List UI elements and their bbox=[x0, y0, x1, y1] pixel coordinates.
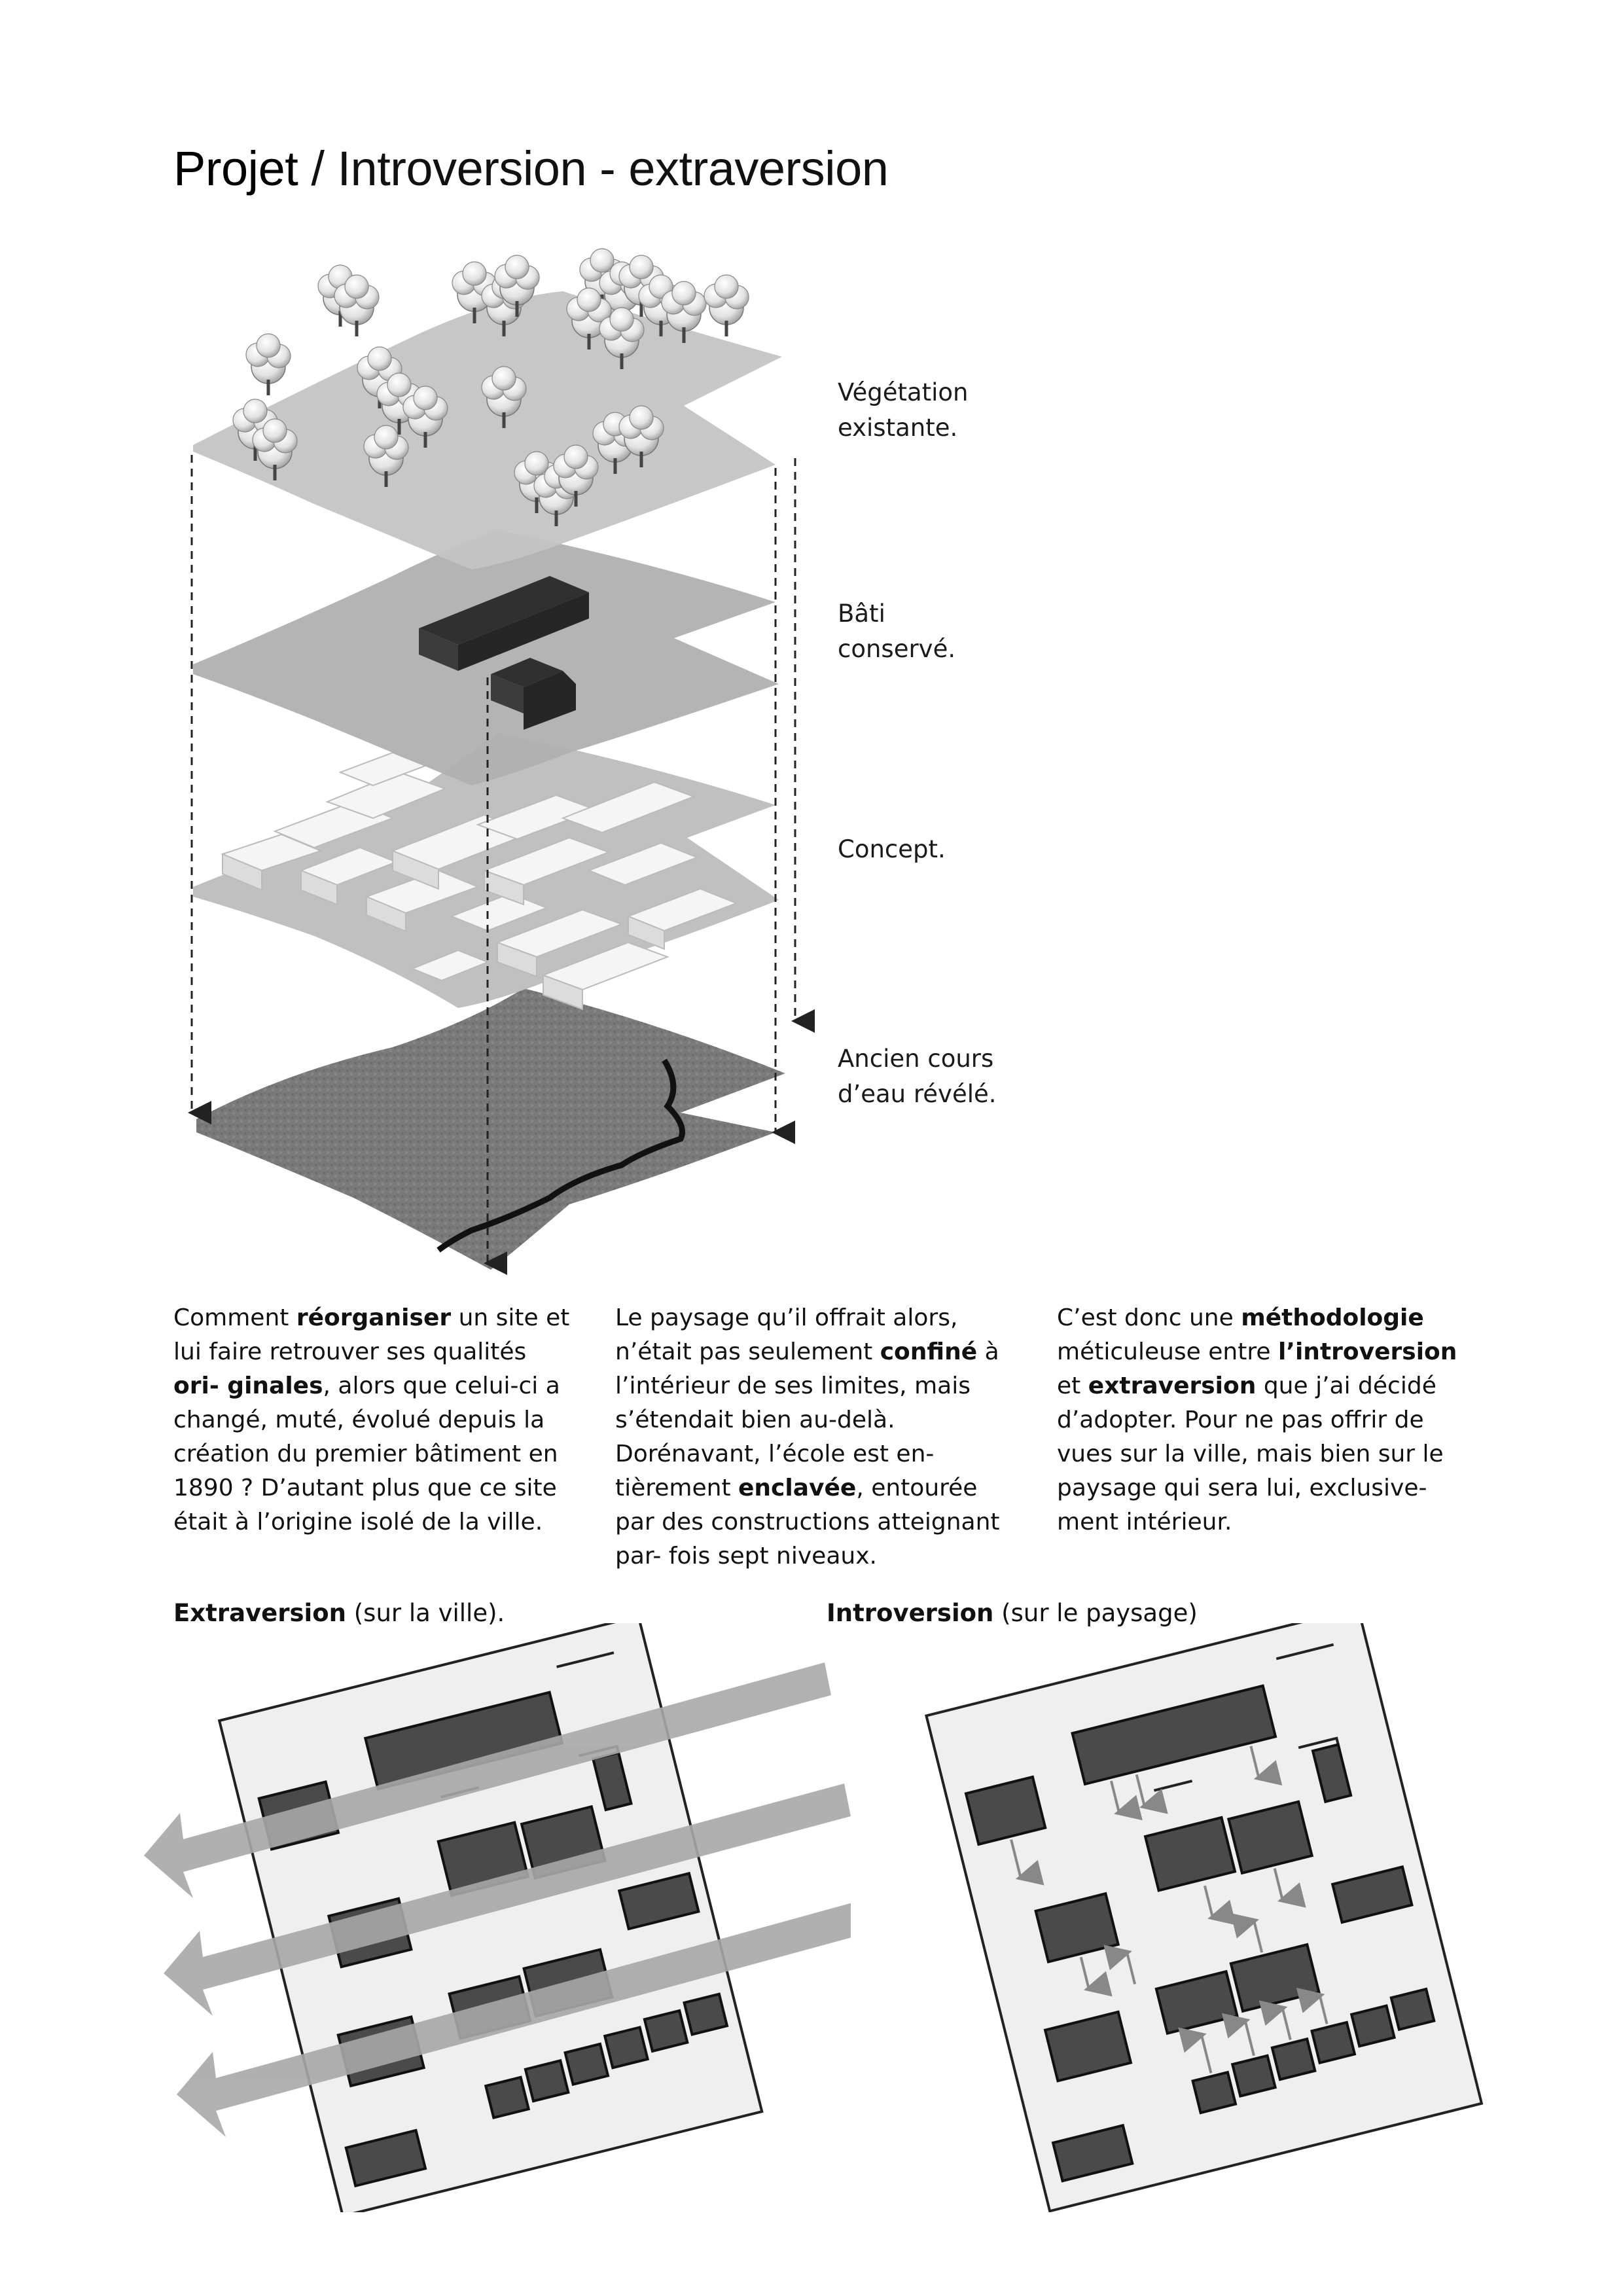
p3-a: C’est donc une bbox=[1057, 1304, 1241, 1331]
p3-d: l’introversion bbox=[1278, 1338, 1457, 1365]
p1-b: réorganiser bbox=[296, 1304, 451, 1331]
paragraph-1: Comment réorganiser un site et lui faire… bbox=[173, 1301, 579, 1539]
extraversion-plan-diagram bbox=[144, 1623, 851, 2212]
p2-b: confiné bbox=[880, 1338, 977, 1365]
label-vegetation-line2: existante. bbox=[838, 410, 969, 446]
label-bati: Bâti conservé. bbox=[838, 596, 955, 667]
p3-b: méthodologie bbox=[1241, 1304, 1424, 1331]
label-concept-line1: Concept. bbox=[838, 832, 946, 867]
p2-d: enclavée bbox=[738, 1475, 856, 1501]
p1-a: Comment bbox=[173, 1304, 296, 1331]
paragraph-2: Le paysage qu’il offrait alors, n’était … bbox=[615, 1301, 1021, 1573]
exploded-layer-diagram bbox=[0, 0, 1623, 1296]
paragraph-3: C’est donc une méthodologie méticuleuse … bbox=[1057, 1301, 1463, 1539]
introversion-plan-diagram bbox=[870, 1623, 1525, 2212]
label-ancien-cours: Ancien cours d’eau révélé. bbox=[838, 1041, 997, 1112]
layer-ancien-cours-deau bbox=[196, 988, 785, 1270]
p3-f: extraversion bbox=[1088, 1372, 1257, 1399]
label-vegetation: Végétation existante. bbox=[838, 375, 969, 446]
label-concept: Concept. bbox=[838, 832, 946, 867]
p1-d: ori- ginales bbox=[173, 1372, 323, 1399]
p3-e: et bbox=[1057, 1372, 1088, 1399]
label-bati-line2: conservé. bbox=[838, 632, 955, 667]
label-vegetation-line1: Végétation bbox=[838, 375, 969, 410]
label-ancien-line1: Ancien cours bbox=[838, 1041, 997, 1077]
layer-vegetation-existante bbox=[193, 249, 782, 569]
label-bati-line1: Bâti bbox=[838, 596, 955, 632]
label-ancien-line2: d’eau révélé. bbox=[838, 1077, 997, 1112]
p3-c: méticuleuse entre bbox=[1057, 1338, 1278, 1365]
layer-bati-conserve bbox=[193, 530, 779, 785]
